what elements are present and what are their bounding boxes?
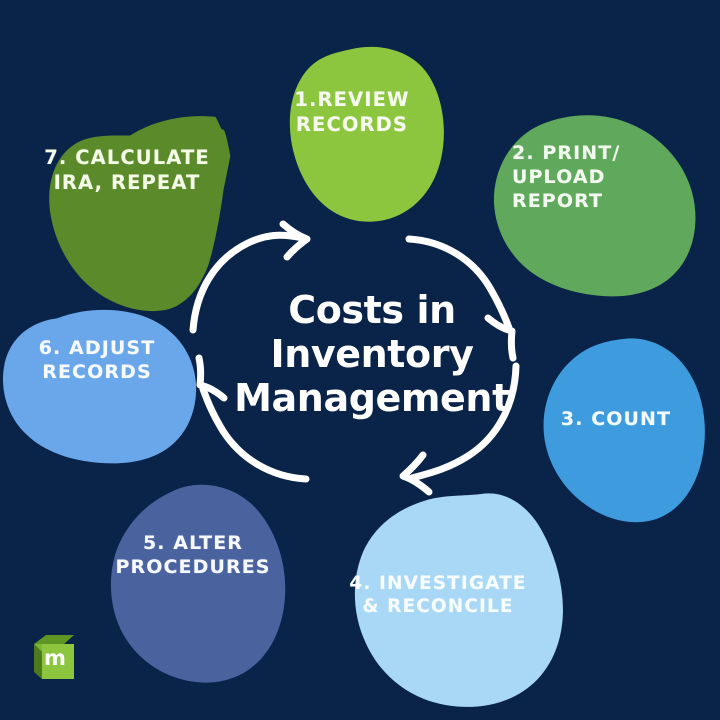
- cube-icon: [34, 635, 74, 679]
- blob-step-6[interactable]: [2, 309, 197, 464]
- title-line-3: Management: [234, 376, 510, 421]
- step-4-line-2: & RECONCILE: [362, 596, 514, 618]
- step-7-line-2: IRA, REPEAT: [53, 170, 201, 194]
- step-6-line-2: RECORDS: [42, 360, 152, 383]
- title-line-2: Inventory: [270, 332, 474, 377]
- blob-step-2[interactable]: [493, 115, 696, 297]
- title-line-1: Costs in: [288, 288, 456, 332]
- step-2-line-1: 2. PRINT/: [512, 142, 621, 164]
- step-4-label[interactable]: 4. INVESTIGATE & RECONCILE: [340, 572, 536, 619]
- step-7-label[interactable]: 7. CALCULATE IRA, REPEAT: [38, 146, 216, 195]
- step-7-line-1: 7. CALCULATE: [44, 146, 210, 169]
- step-1-line-2: RECORDS: [295, 112, 409, 136]
- step-2-line-3: REPORT: [512, 189, 604, 212]
- step-1-label[interactable]: 1.REVIEW RECORDS: [276, 88, 428, 137]
- step-5-label[interactable]: 5. ALTER PROCEDURES: [100, 532, 286, 580]
- step-5-line-2: PROCEDURES: [115, 555, 271, 578]
- step-2-label[interactable]: 2. PRINT/ UPLOAD REPORT: [512, 142, 672, 214]
- step-6-line-1: 6. ADJUST: [38, 337, 156, 359]
- blob-step-5[interactable]: [110, 484, 286, 683]
- step-3-label[interactable]: 3. COUNT: [550, 408, 682, 432]
- blob-step-4[interactable]: [354, 493, 563, 707]
- step-4-line-1: 4. INVESTIGATE: [349, 573, 527, 594]
- page-title: Costs in Inventory Management: [232, 288, 512, 420]
- step-1-line-1: 1.REVIEW: [294, 88, 410, 111]
- step-5-line-1: 5. ALTER: [142, 532, 244, 554]
- step-3-line-1: 3. COUNT: [560, 408, 672, 430]
- step-2-line-2: UPLOAD: [512, 165, 606, 188]
- blob-step-1[interactable]: [289, 46, 444, 222]
- step-6-label[interactable]: 6. ADJUST RECORDS: [22, 337, 172, 385]
- blob-step-7[interactable]: [45, 114, 238, 316]
- blob-step-3[interactable]: [543, 338, 705, 523]
- brand-logo[interactable]: m: [32, 634, 76, 680]
